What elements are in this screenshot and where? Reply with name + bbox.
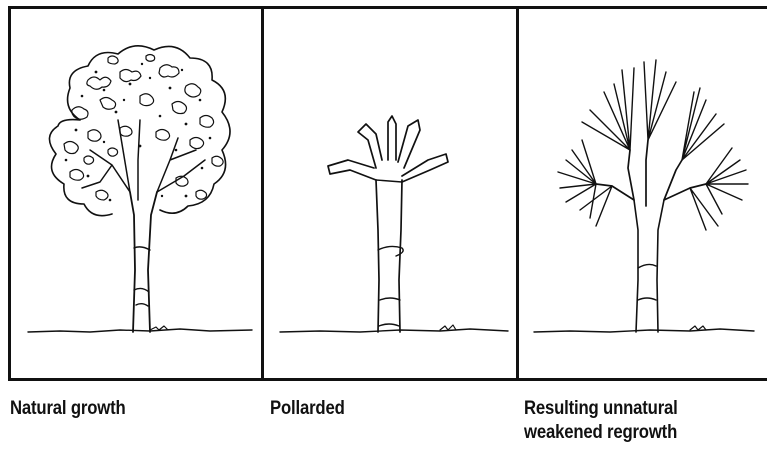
ground-line-1 <box>28 329 252 332</box>
regrowth-sprouts <box>558 60 748 230</box>
caption-pollarded: Pollarded <box>270 397 345 421</box>
ground-line-3 <box>534 329 754 332</box>
pollard-stubs <box>328 116 448 182</box>
caption-resulting-regrowth-line-2: weakened regrowth <box>524 421 678 445</box>
caption-resulting-regrowth: Resulting unnatural weakened regrowth <box>524 397 678 445</box>
ground-line-2 <box>280 329 508 332</box>
caption-resulting-regrowth-line-1: Resulting unnatural <box>524 397 678 421</box>
pollarded-trunk <box>376 180 402 332</box>
regrowth-tree-illustration <box>534 60 754 332</box>
caption-natural-growth: Natural growth <box>10 397 126 421</box>
regrowth-trunk <box>634 200 664 332</box>
natural-growth-tree-illustration <box>28 46 252 332</box>
pollarded-tree-illustration <box>280 116 508 332</box>
natural-trunk <box>130 192 157 332</box>
